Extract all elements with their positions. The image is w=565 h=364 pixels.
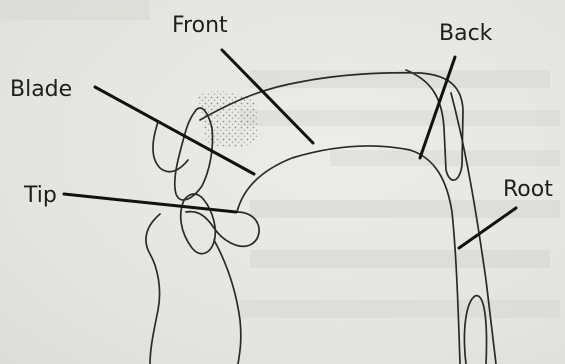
lower-jaw-outline (214, 240, 241, 364)
front-label: Front (172, 13, 228, 38)
background-texture (0, 0, 560, 318)
tip-label: Tip (23, 183, 57, 208)
root-label: Root (503, 177, 553, 202)
lower-lip-outline (146, 214, 160, 364)
back-label: Back (439, 21, 493, 46)
alveolar-ridge-stipple (198, 91, 258, 147)
tongue-underside-outline (186, 212, 259, 247)
blade-label: Blade (10, 77, 72, 102)
tip-leader-line (64, 194, 236, 212)
